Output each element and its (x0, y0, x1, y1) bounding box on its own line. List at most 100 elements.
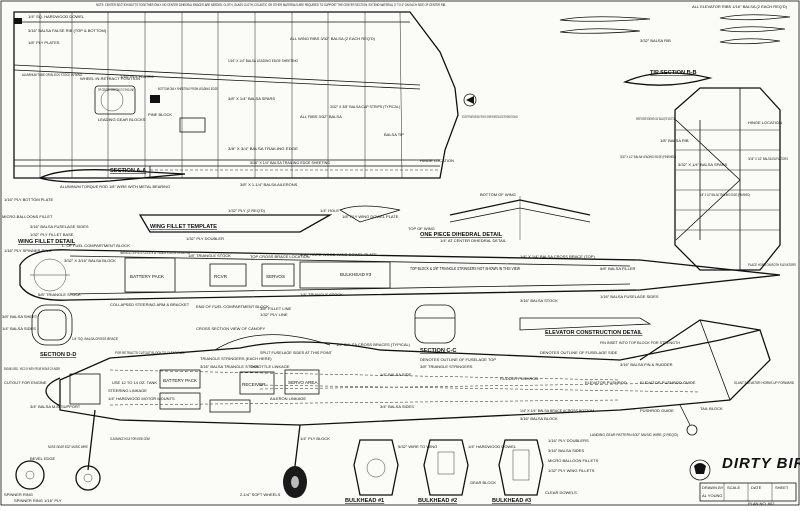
header-section-dd: SECTION D-D (40, 352, 76, 358)
title-text: DIRTY BIRDY (722, 455, 800, 472)
wing-label: 1/4" SQ. HARDWOOD DOWEL (28, 14, 85, 19)
nose-details: SPINNER RING SPINNER RING 1/16" PLY BEVE… (4, 436, 281, 503)
fuselage-label: TOP OF WING (408, 226, 435, 231)
fuselage-label: 1/32" PLY LINE (260, 312, 288, 317)
tail-label: 3/32" BALSA RIB (640, 38, 671, 43)
wing-label: 3/8" X 1-1/4" BALSA AILERONS (240, 182, 298, 187)
fuselage-label: 1/8" TRIANGLE STOCK (188, 253, 231, 258)
lower-label: USE 12 TO 14 OZ. TANK (112, 380, 157, 385)
lower-label: RUDDER PUSHROD (500, 376, 538, 381)
header-elevator-detail: ELEVATOR CONSTRUCTION DETAIL (545, 330, 643, 336)
fuselage-top-view: MICRO-BALLOONS FILLET 3/16" BALSA FUSELA… (2, 214, 781, 317)
lower-label: 1/32" PLY WING FILLETS (548, 468, 595, 473)
fuselage-label: RCVR (214, 274, 228, 279)
lower-label: 1/4" BALSA SIDE (380, 372, 412, 377)
wing-label: TIP CENTER SHEETING TO THIS LINE (98, 87, 134, 92)
lower-label: MICRO BALLOON FILLETS (548, 458, 599, 463)
lower-label: 1/4" BALSA SIDES (2, 326, 36, 331)
fuselage-label: 5/8" BALSA FILLER (600, 266, 636, 271)
fuselage-label: 1/4" X 1/4" BALSA CROSS BRACE (TOP) (520, 254, 595, 259)
lower-label: 2-1/4" SOFT WHEELS (240, 492, 281, 497)
lower-label: CROSS SECTION VIEW OF CANOPY (196, 326, 265, 331)
wing-label: 3/16" BALSA FALSE RIB (TOP & BOTTOM) (28, 28, 107, 33)
wing-label: WHEEL IN RETRACT POSITION (80, 76, 140, 81)
fuselage-label: 3/16" HARD WOOD WING DOWEL PLATE (300, 252, 377, 257)
fuselage-label: END OF FUEL COMPARTMENT BLOCK (196, 304, 269, 309)
lower-label: TAIL BLOCK (700, 406, 723, 411)
lower-label: 3/8" TRIANGLE STRINGERS (420, 364, 473, 369)
lower-label: 1/4" HARDWOOD MOTOR MOUNTS (108, 396, 175, 401)
lower-label: SPINNER RING (4, 492, 33, 497)
lower-label: ELEVATOR PUSHROD (585, 380, 627, 385)
fuselage-label: 5/8" TRIANGLE STOCK (38, 292, 81, 297)
lower-label: RECEIVER (242, 382, 266, 387)
wing-label: 1/16" X 1/4" BALSA LEADING EDGE SHEETING (228, 58, 298, 63)
fuselage-side-view: CROSS SECTION VIEW OF CANOPY POR RETRACT… (4, 319, 794, 498)
wing-label: BOTTOM ONLY SHEETING FROM LEADING EDGE (158, 86, 218, 91)
fuselage-label: HARDWOOD STRIP NUTS PLATE WITH 1/8" TRIA… (120, 250, 190, 255)
lower-label: 3/4" BALSA SIDES (380, 404, 414, 409)
tail-label: PLACE HORN ON BOTH ELEVATORS (748, 262, 796, 267)
wing-label: ALL RIBS 3/32" BALSA (300, 114, 342, 119)
wing-label: 1/16" PLY BOTTOM PLATE (4, 197, 53, 202)
lower-label: 3/16" BALSA BLOCK (520, 416, 558, 421)
fuselage-label: 1/16" BALSA FUSELAGE SIDES (600, 294, 659, 299)
lower-label: 3/4" BALSA M-M SUPPORT (30, 404, 81, 409)
lower-label: SLANT ELEVATOR HORNS UP FORWARD (734, 380, 794, 385)
wing-label: 3/8" X 3/4" BALSA TRAILING EDGE (228, 146, 298, 151)
section-cc: SECTION C-C ELEVATOR CONSTRUCTION DETAIL (414, 304, 652, 354)
lower-label: FIN INSET INTO TOP BLOCK FOR STRENGTH (600, 340, 680, 345)
lower-label: 3/16" BALSA FIN & RUDDER (620, 362, 673, 367)
fuselage-label: 1/32" PLY FILLET BASE (30, 232, 74, 237)
plan-number: PLAN NO. 802 (748, 501, 775, 506)
fuselage-label: 1/32" PLY (2 REQ'D) (228, 208, 266, 213)
lower-label: 1/16" PLY DOUBLERS (548, 438, 589, 443)
wing-label: LEADING GEAR BLOCKS (98, 117, 146, 122)
lower-label: NOSE GEAR 5/32" MUSIC WIRE (48, 444, 88, 449)
lower-label: 1/4" SQ. BALSA CROSS BRACE (72, 336, 118, 341)
lower-label: CUTOUT FOR ENGINE (4, 380, 47, 385)
fillet-dihedral: WING FILLET TEMPLATE WING FILLET DETAIL … (18, 192, 591, 245)
lower-label: DENOTES OUTLINE OF FUSELAGE SIDE (540, 350, 618, 355)
title-block-designer: AL YOUNG (702, 493, 722, 498)
tail-label: SHEET ENTIRE STAB WITH 1/16" BALSA (TOP … (636, 116, 676, 121)
wing-label: ALL WING RIBS 3/32" BALSA (2 EACH REQ'D) (290, 36, 376, 41)
tail-label: 3/32" X 1/4" BALSA SPARS (678, 162, 728, 167)
header-section-aa: SECTION A-A (110, 168, 146, 174)
lower-label: GEAR BLOCK (470, 480, 496, 485)
tail-label: 1/8" X 1/2" BALSA TRAILING EDGE (FINISHE… (700, 192, 750, 197)
header-section-cc: SECTION C-C (420, 348, 456, 354)
fuselage-label: BATTERY PACK (130, 274, 165, 279)
note-center-section: NOTE: CENTER SECTION BUTTS TOGETHER ONLY… (96, 2, 446, 7)
wing-label: 3/8" X 1/4" BALSA SPARS (228, 96, 275, 101)
wing-label: 1/16" PLY PLATES (120, 74, 154, 79)
wing-label: 3/32" X 3/8" BALSA CAP STRIPS (TYPICAL) (330, 104, 401, 109)
fuselage-label: 3/16" BALSA STOCK (520, 298, 558, 303)
tail-label: 3/16" X 1/2" BALSA ELEVATORS (748, 156, 788, 161)
lower-label: ENGINE USED - VECO 19 WITH FRONT INTAKE … (4, 366, 60, 371)
wing-label: ALUMINUM TUBE OR BLOCK STOCK IN WING (22, 72, 82, 77)
wing-plan: SECTION A-A NOTE: CENTER SECTION BUTTS T… (4, 2, 518, 202)
fuselage-label: 3/16" BALSA FUSELAGE SIDES (30, 224, 89, 229)
lower-label: 1/4" PLY BLOCK (300, 436, 330, 441)
lower-label: DENOTES OUTLINE OF FUSELAGE TOP (420, 357, 496, 362)
fuselage-label: 3/8" FILLET LINE (260, 306, 291, 311)
note-keep-tip: NOTE: KEEP TIP SHARP. FALSE EDGE OF TIP … (462, 114, 518, 119)
wing-label: HINGE LOCATION (420, 158, 454, 163)
lower-label: CLEARANCE HOLE FOR NOSE GEAR (110, 436, 150, 441)
fuselage-label: TOP BLOCK & 3/8" TRIANGLE STRINGERS NOT … (410, 266, 520, 271)
tail-ribs: ALL ELEVATOR RIBS 1/16" BALSA (2 EACH RE… (559, 4, 791, 86)
lower-label: AILERON LINKAGE (270, 396, 306, 401)
title-block-sheet: SHEET (775, 485, 789, 490)
lower-label: THROTTLE LINKAGE (250, 364, 290, 369)
bulkheads: BULKHEAD #1 BULKHEAD #2 BULKHEAD #3 1/16… (300, 436, 599, 504)
tail-label: ALL ELEVATOR RIBS 1/16" BALSA (2 EACH RE… (692, 4, 788, 9)
fuselage-label: 1/8" PLY WING DOWEL PLATE (342, 214, 399, 219)
lower-label: PUSHROD GUIDE (640, 408, 674, 413)
fuselage-label: 1/16" PLY SPINNER RING (4, 248, 52, 253)
header-bulkhead1: BULKHEAD #1 (345, 498, 384, 504)
wing-label: 3/16" X 1/4" BALSA TRAILING EDGE SHEETIN… (250, 160, 330, 165)
